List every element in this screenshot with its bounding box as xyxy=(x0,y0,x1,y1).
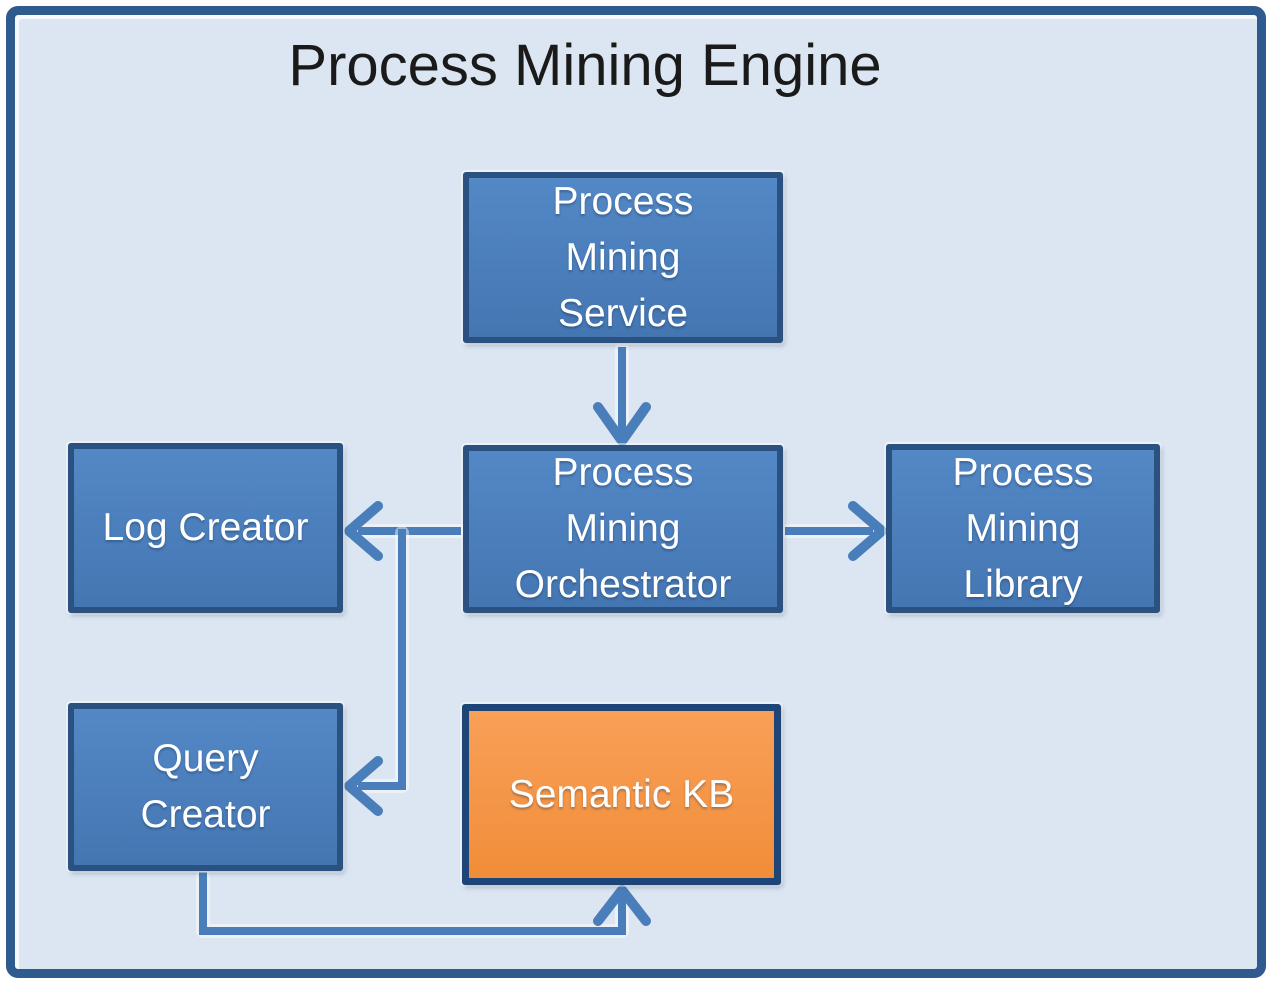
node-label-line: Process xyxy=(952,450,1094,494)
node-query-creator: Query Creator xyxy=(68,703,343,871)
node-label-line: Log Creator xyxy=(102,506,309,549)
node-label-line: Creator xyxy=(140,793,271,836)
node-process-mining-orchestrator: Process Mining Orchestrator xyxy=(463,445,783,613)
node-label-line: Semantic KB xyxy=(508,772,735,816)
node-label-line: Library xyxy=(963,562,1083,606)
node-process-mining-service: Process Mining Service xyxy=(463,172,783,343)
node-label-line: Process xyxy=(552,179,694,223)
node-label-line: Process xyxy=(552,451,694,494)
node-label-line: Orchestrator xyxy=(514,563,732,606)
node-label-line: Query xyxy=(152,737,259,780)
node-label-line: Mining xyxy=(565,507,681,550)
node-semantic-kb: Semantic KB xyxy=(462,704,781,885)
node-label-line: Service xyxy=(557,291,689,335)
node-log-creator: Log Creator xyxy=(68,443,343,613)
node-process-mining-library: Process Mining Library xyxy=(886,444,1160,613)
node-label-line: Mining xyxy=(965,506,1081,550)
diagram-title: Process Mining Engine xyxy=(288,33,882,98)
node-label-line: Mining xyxy=(565,235,681,279)
